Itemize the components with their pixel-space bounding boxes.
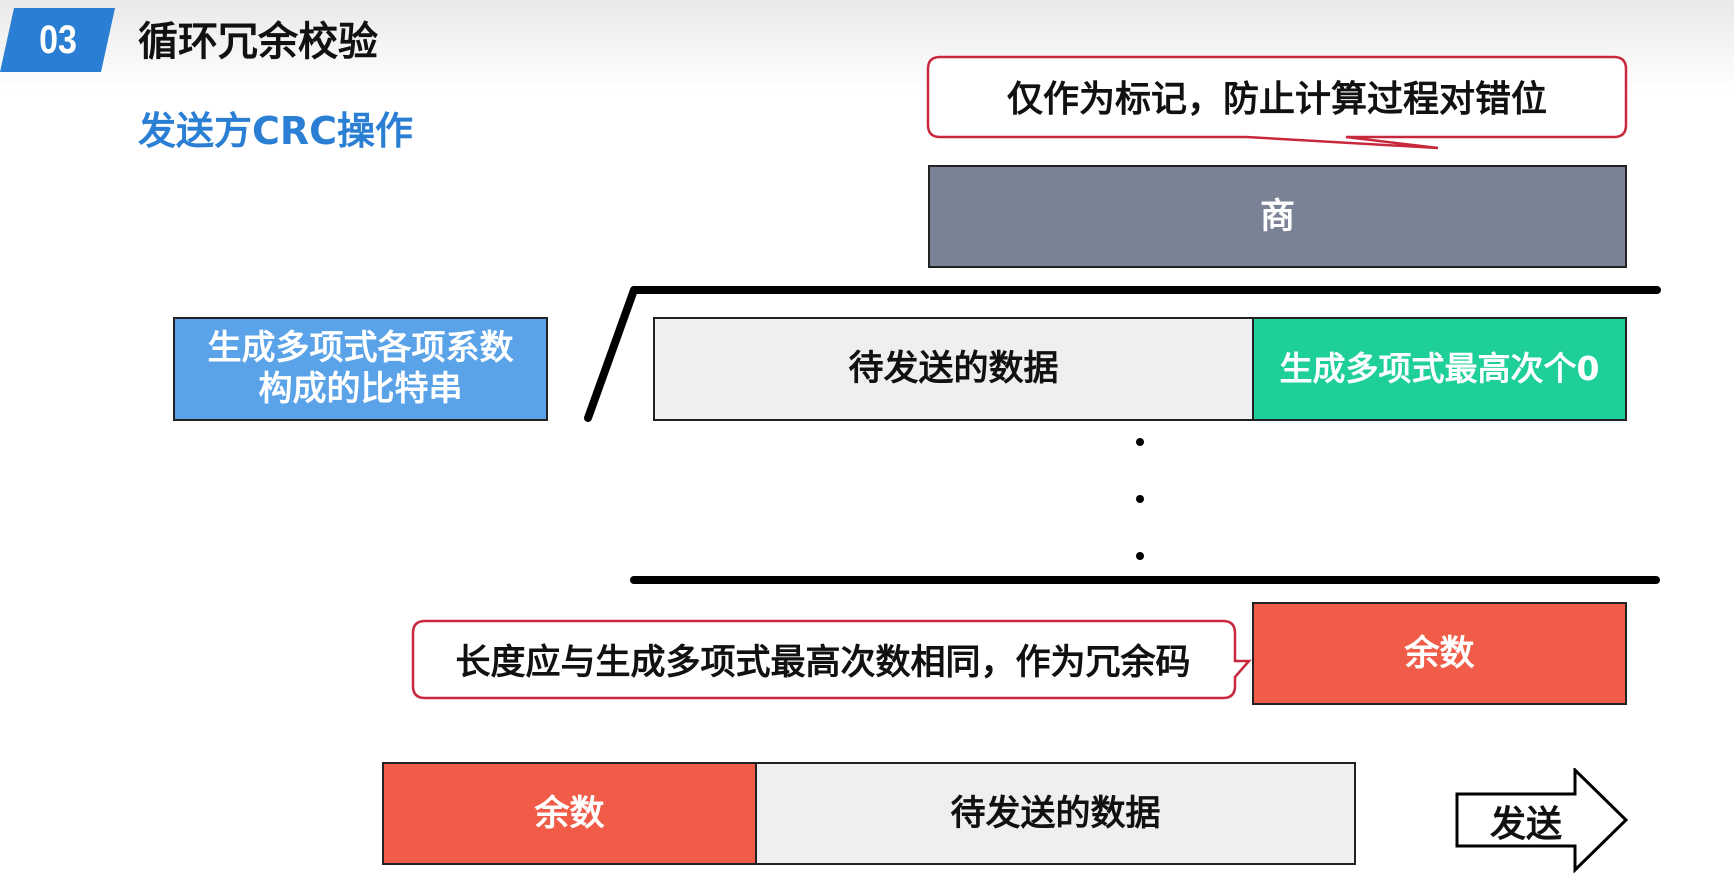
section-tag-shape	[0, 8, 115, 72]
ellipsis-dot	[1136, 438, 1144, 446]
subtraction-rule	[630, 576, 1660, 584]
dividend-data-box: 待发送的数据	[653, 317, 1254, 421]
divisor-label-line1: 生成多项式各项系数	[207, 328, 514, 369]
section-tag: 03	[0, 8, 115, 72]
remainder-callout-bubble	[411, 619, 1252, 700]
send-label: 发送	[1489, 804, 1562, 845]
zeros-box: 生成多项式最高次个0	[1252, 317, 1627, 421]
quotient-label: 商	[1259, 196, 1295, 237]
remainder-label: 余数	[1404, 633, 1475, 674]
ellipsis-dot	[1136, 552, 1144, 560]
divisor-label-line2: 构成的比特串	[258, 369, 463, 409]
zeros-label: 生成多项式最高次个0	[1279, 349, 1600, 389]
dividend-data-label: 待发送的数据	[848, 349, 1059, 389]
subtitle: 发送方CRC操作	[138, 109, 414, 153]
send-arrow-icon	[1455, 768, 1629, 873]
frame-data-label: 待发送的数据	[950, 793, 1161, 834]
divisor-box: 生成多项式各项系数 构成的比特串	[173, 317, 548, 421]
frame-remainder-box: 余数	[382, 762, 757, 865]
top-callout-bubble	[926, 55, 1628, 150]
frame-data-box: 待发送的数据	[755, 762, 1356, 865]
remainder-box: 余数	[1252, 602, 1627, 705]
frame-remainder-label: 余数	[534, 793, 605, 834]
section-number: 03	[39, 18, 77, 62]
ellipsis-dot	[1136, 495, 1144, 503]
division-bracket	[584, 286, 1661, 422]
remainder-callout-text: 长度应与生成多项式最高次数相同，作为冗余码	[455, 642, 1191, 683]
section-title: 循环冗余校验	[138, 19, 378, 65]
top-callout-text: 仅作为标记，防止计算过程对错位	[1006, 79, 1547, 120]
quotient-box: 商	[928, 165, 1627, 268]
